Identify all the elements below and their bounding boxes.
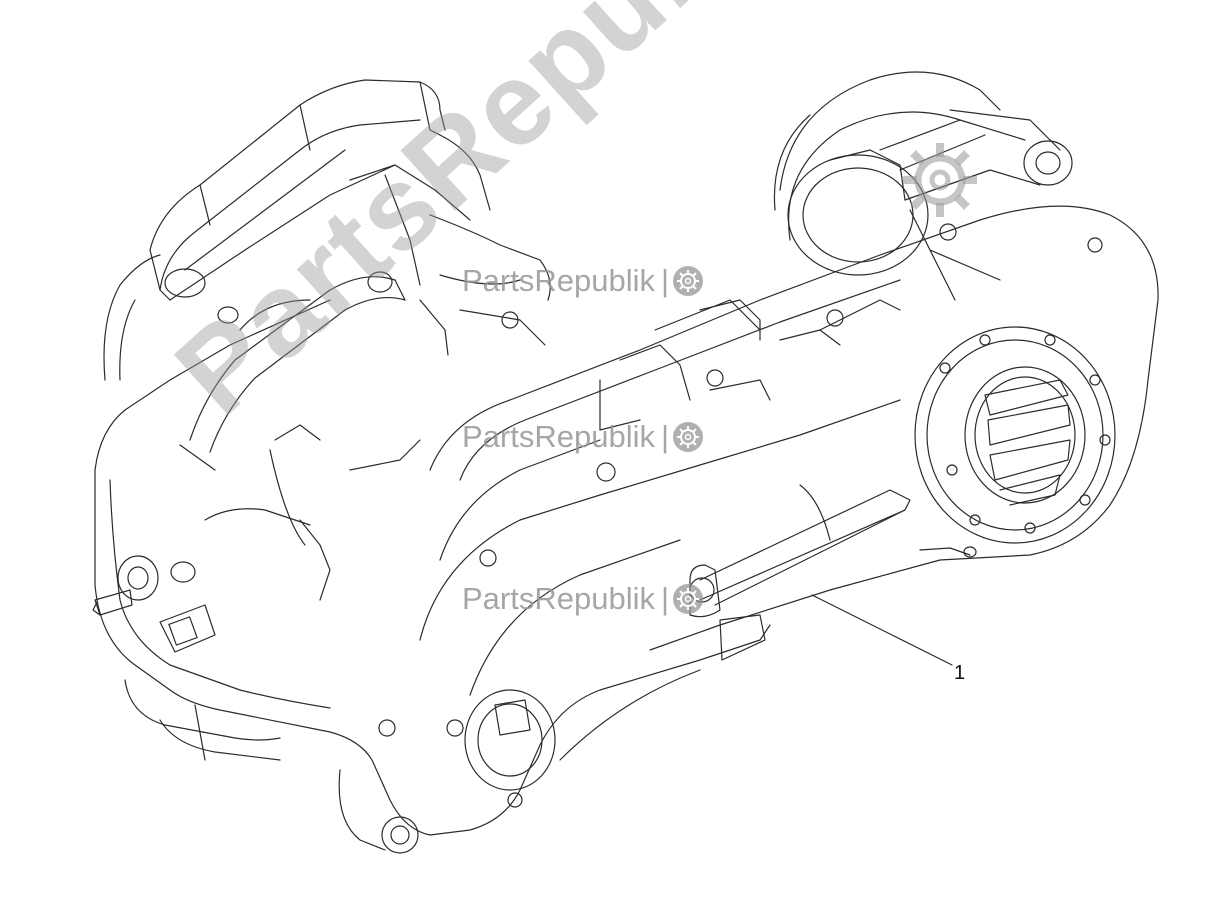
- cylinder-block: [94, 299, 771, 836]
- gear-icon: [673, 422, 704, 452]
- cylinder-head: [103, 79, 491, 381]
- variator-housing: [773, 71, 1073, 301]
- gear-icon: [673, 266, 704, 296]
- callout-label-1: 1: [954, 662, 966, 684]
- watermark-separator: |: [660, 263, 670, 298]
- watermark-line-3: PartsRepublik |: [462, 581, 704, 617]
- clutch-cover: [914, 326, 1116, 558]
- watermark-line-1: PartsRepublik |: [462, 263, 704, 299]
- gear-icon: [673, 584, 704, 614]
- callout-leader-line: [811, 594, 953, 666]
- intake-hoses: [179, 164, 551, 601]
- watermark-large-gear-icon: [903, 143, 977, 217]
- watermark-text: PartsRepublik: [462, 419, 655, 454]
- starter-terminal: [92, 555, 216, 653]
- watermark-separator: |: [660, 419, 670, 454]
- transmission-cover: [419, 205, 1159, 761]
- watermark-separator: |: [660, 581, 670, 616]
- watermark-text: PartsRepublik: [462, 581, 655, 616]
- watermark-text: PartsRepublik: [462, 263, 655, 298]
- watermark-line-2: PartsRepublik |: [462, 419, 704, 455]
